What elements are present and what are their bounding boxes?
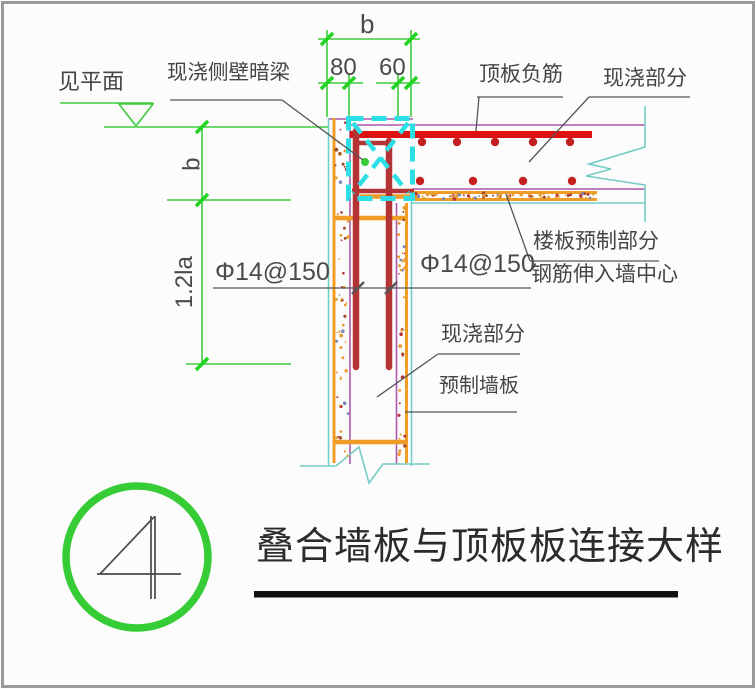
precast-wall-label: 预制墙板: [439, 375, 519, 397]
rebar-group: [350, 127, 592, 371]
dimension-tick-icon: [319, 31, 419, 91]
precast-texture: [334, 121, 351, 457]
hidden-beam-marker: [346, 116, 415, 201]
see-plan-label: 见平面: [58, 69, 125, 94]
top-dimension-group: [318, 30, 420, 117]
dowel-spec-left: Φ14@150: [215, 258, 330, 286]
break-line-icon: [585, 106, 646, 222]
dowel-spec-right: Φ14@150: [420, 250, 535, 278]
leader-lines: [170, 96, 690, 413]
slab-precast-label-line1: 楼板预制部分: [533, 230, 659, 253]
hidden-beam-label: 现浇侧壁暗梁: [167, 61, 290, 84]
level-symbol-icon: [60, 102, 155, 128]
top-rebar-label: 顶板负筋: [479, 63, 563, 86]
detail-bubble: [62, 482, 212, 632]
slab-precast-label-line2: 钢筋伸入墙中心: [531, 263, 678, 286]
rebar-dots-bottom-row: [415, 176, 577, 186]
drawing-title: 叠合墙板与顶板板连接大样: [256, 526, 725, 568]
dim-80: 80: [330, 54, 357, 81]
break-line-icon: [300, 445, 430, 485]
detail-number-glyph: [97, 516, 181, 599]
cast-in-place-wall-label: 现浇部分: [441, 323, 525, 346]
dim-beam-depth: b: [178, 157, 206, 171]
left-dimension-group: [104, 119, 329, 372]
cast-in-place-top-label: 现浇部分: [603, 67, 687, 90]
dim-wall-width: b: [360, 9, 375, 39]
title-underline: [254, 591, 678, 598]
rebar-dots-top-row: [417, 137, 575, 147]
dimension-tick-icon: [194, 119, 210, 372]
dim-lap-length: 1.2la: [170, 256, 198, 309]
precast-texture: [397, 205, 408, 456]
slab-section: [348, 106, 646, 222]
precast-texture: [413, 191, 596, 201]
dim-60: 60: [379, 54, 406, 81]
